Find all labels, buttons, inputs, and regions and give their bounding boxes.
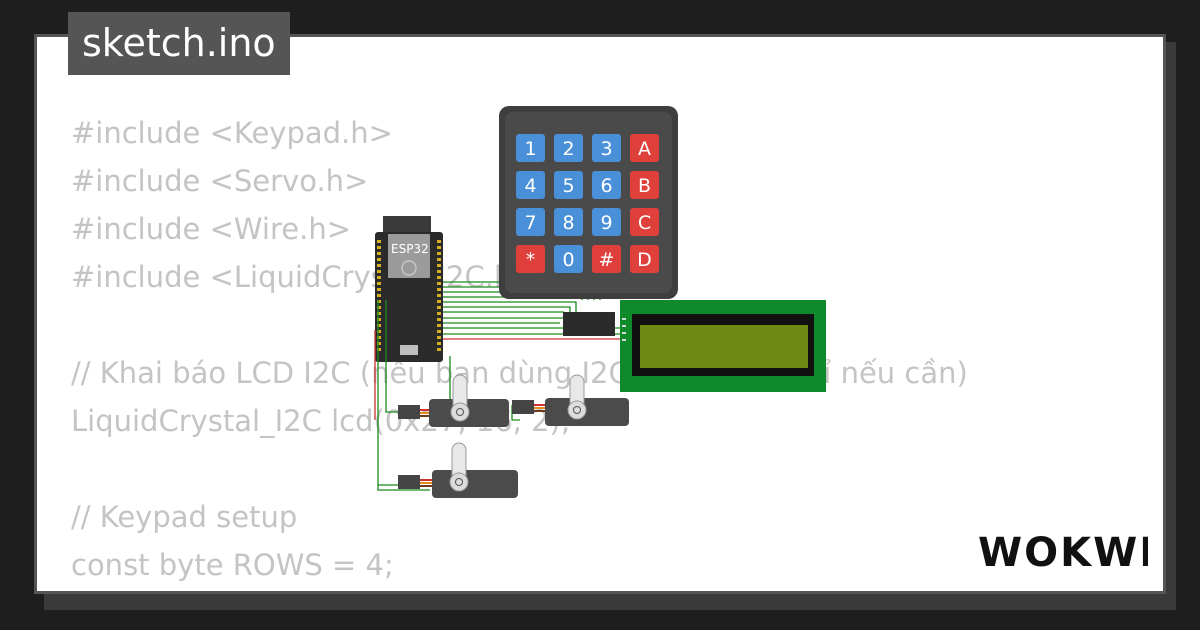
lcd-1602-i2c: [620, 300, 826, 392]
power-wires: [374, 330, 630, 420]
keypad-key-D[interactable]: D: [630, 245, 659, 273]
keypad-key-7[interactable]: 7: [516, 208, 545, 236]
keypad-key-2[interactable]: 2: [554, 134, 583, 162]
keypad-key-B[interactable]: B: [630, 171, 659, 199]
keypad-key-label: A: [638, 138, 651, 160]
servo-motor-2: [512, 374, 629, 426]
esp32-pin: [377, 312, 381, 315]
esp32-pin: [437, 336, 441, 339]
keypad-key-label: 1: [524, 138, 536, 160]
code-line: // Keypad setup: [71, 500, 298, 534]
keypad-key-label: 4: [524, 175, 536, 197]
esp32-pin: [437, 270, 441, 273]
esp32-pin: [377, 318, 381, 321]
keypad-key-9[interactable]: 9: [592, 208, 621, 236]
esp32-board[interactable]: ESP32: [375, 216, 443, 362]
keypad-key-label: 9: [600, 212, 612, 234]
code-preview: #include <Keypad.h> #include <Servo.h> #in…: [71, 109, 968, 591]
esp32-pin: [377, 342, 381, 345]
svg-text:WOKWI: WOKWI: [978, 530, 1148, 576]
keypad-key-label: 2: [562, 138, 574, 160]
esp32-pin: [437, 294, 441, 297]
keypad-key-label: *: [526, 249, 536, 271]
esp32-pin: [437, 312, 441, 315]
esp32-pin: [377, 270, 381, 273]
esp32-pin: [377, 300, 381, 303]
pin-header-left: [377, 240, 381, 351]
keypad-key-label: C: [638, 212, 651, 234]
esp32-pin: [437, 276, 441, 279]
esp32-pin: [437, 342, 441, 345]
keypad-key-C[interactable]: C: [630, 208, 659, 236]
keypad-key-*[interactable]: *: [516, 245, 545, 273]
keypad-key-6[interactable]: 6: [592, 171, 621, 199]
esp32-pin: [437, 246, 441, 249]
esp32-pin: [377, 276, 381, 279]
keypad-key-label: 8: [562, 212, 574, 234]
esp32-pin: [437, 318, 441, 321]
keypad-key-#[interactable]: #: [592, 245, 621, 273]
usb-port: [400, 345, 418, 355]
esp32-pin: [437, 288, 441, 291]
servo-motor-1: [398, 374, 509, 427]
keypad-key-label: 3: [600, 138, 612, 160]
keypad-key-label: D: [637, 249, 652, 271]
esp32-pin: [377, 288, 381, 291]
esp32-pin: [437, 348, 441, 351]
keypad-4x4: 1 2 3 A 4 5 6 B 7 8 9 C * 0 # D: [499, 106, 678, 299]
keypad-key-1[interactable]: 1: [516, 134, 545, 162]
esp32-pin: [377, 240, 381, 243]
esp32-pin: [377, 264, 381, 267]
esp32-pin: [437, 330, 441, 333]
esp32-pin: [377, 306, 381, 309]
esp32-pin: [437, 252, 441, 255]
keypad-key-label: #: [599, 249, 615, 271]
esp32-pin: [437, 300, 441, 303]
esp32-pin: [377, 336, 381, 339]
esp32-pin: [437, 264, 441, 267]
wokwi-logo: WOKWI: [978, 530, 1148, 576]
esp32-pin: [377, 258, 381, 261]
keypad-key-5[interactable]: 5: [554, 171, 583, 199]
keypad-connector: [563, 312, 615, 336]
keypad-key-label: B: [638, 175, 651, 197]
esp32-pin: [377, 330, 381, 333]
esp32-pin: [437, 306, 441, 309]
lcd-screen: [640, 325, 808, 368]
fingerprint-icon: [401, 260, 417, 276]
esp32-pin: [377, 348, 381, 351]
keypad-key-label: 5: [562, 175, 574, 197]
esp32-pin: [437, 324, 441, 327]
esp32-pin: [437, 240, 441, 243]
esp32-pin: [377, 246, 381, 249]
pin-header-right: [437, 240, 441, 351]
code-line: #include <Keypad.h>: [71, 116, 393, 150]
esp32-pin: [377, 294, 381, 297]
esp32-pin: [377, 282, 381, 285]
code-line: #include <Servo.h>: [71, 164, 369, 198]
keypad-key-0[interactable]: 0: [554, 245, 583, 273]
keypad-key-3[interactable]: 3: [592, 134, 621, 162]
code-line: #include <LiquidCrystal_I2C.h>: [71, 260, 537, 294]
esp32-pin: [377, 324, 381, 327]
esp32-pin: [437, 282, 441, 285]
keypad-key-8[interactable]: 8: [554, 208, 583, 236]
esp32-pin: [437, 258, 441, 261]
esp32-pin: [377, 252, 381, 255]
keypad-key-A[interactable]: A: [630, 134, 659, 162]
keypad-key-label: 6: [600, 175, 612, 197]
keypad-key-4[interactable]: 4: [516, 171, 545, 199]
esp32-label: ESP32: [391, 242, 429, 256]
keypad-key-label: 0: [562, 249, 574, 271]
code-line: #include <Wire.h>: [71, 212, 352, 246]
file-name-label: sketch.ino: [68, 12, 290, 75]
servo-motor-3: [398, 442, 518, 498]
code-line: const byte ROWS = 4;: [71, 548, 394, 582]
keypad-key-label: 7: [524, 212, 536, 234]
